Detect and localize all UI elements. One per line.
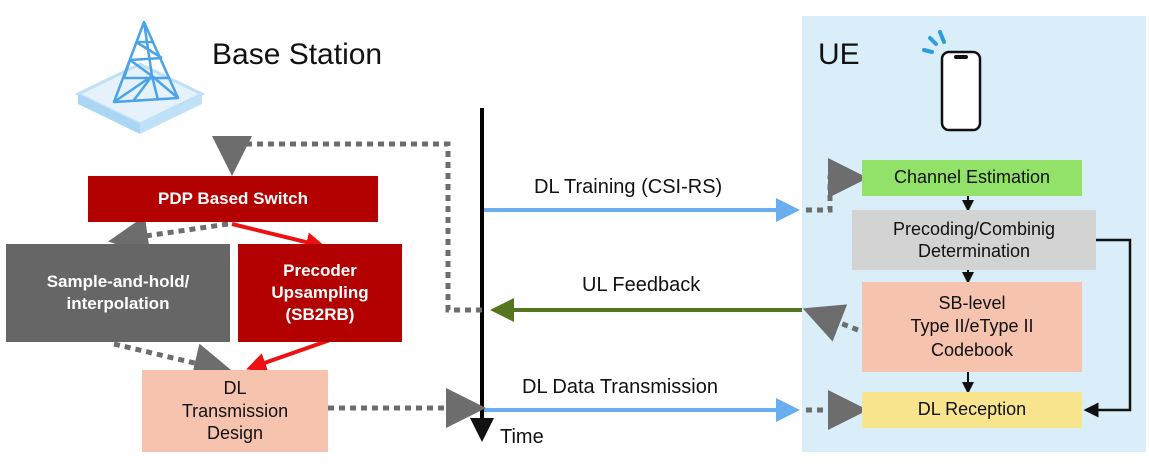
base-station-title: Base Station xyxy=(212,38,383,71)
channel-estimation-block: Channel Estimation xyxy=(862,160,1082,196)
feedback-to-switch-connector xyxy=(212,136,482,313)
base-station-tower-icon xyxy=(74,20,206,134)
sample-hold-line-1: Sample-and-hold/ xyxy=(46,271,190,291)
codebook-line-1: SB-level xyxy=(938,292,1006,313)
precoding-determination-block: Precoding/Combinig Determination xyxy=(852,210,1096,270)
precoding-line-1: Precoding/Combinig xyxy=(892,218,1056,239)
upsampling-to-design-arrow xyxy=(246,338,331,373)
time-label: Time xyxy=(500,426,544,448)
codebook-line-2: Type II/eType II xyxy=(910,316,1034,337)
dl-design-line-3: Design xyxy=(206,423,264,444)
codebook-to-feedback-connector xyxy=(802,304,859,342)
pdp-switch-label: PDP Based Switch xyxy=(158,188,308,208)
ue-title: UE xyxy=(818,38,860,71)
precoding-line-2: Determination xyxy=(917,241,1031,261)
dl-reception-label: DL Reception xyxy=(917,399,1027,420)
codebook-line-3: Codebook xyxy=(930,339,1014,360)
upsampling-line-3: (SB2RB) xyxy=(285,305,355,325)
sample-hold-line-2: interpolation xyxy=(66,294,170,313)
ul-feedback-label: UL Feedback xyxy=(582,274,701,296)
switch-to-upsampling-arrow xyxy=(231,222,326,252)
dl-design-line-1: DL xyxy=(223,378,247,399)
dl-data-label: DL Data Transmission xyxy=(522,376,718,398)
precoding-to-reception-arrow xyxy=(1083,238,1132,418)
upsampling-line-1: Precoder xyxy=(283,260,357,280)
dl-reception-block: DL Reception xyxy=(862,392,1082,428)
upsampling-line-2: Upsampling xyxy=(271,282,369,302)
training-to-estimation-connector xyxy=(806,158,868,213)
sample-to-design-connector xyxy=(113,341,234,383)
dl-design-line-2: Transmission xyxy=(181,400,289,421)
sample-hold-block: Sample-and-hold/ interpolation xyxy=(6,244,230,342)
codebook-block: SB-level Type II/eType II Codebook xyxy=(862,282,1082,372)
pdp-switch-block: PDP Based Switch xyxy=(88,176,378,222)
dl-design-block: DL Transmission Design xyxy=(142,370,328,452)
switch-to-sample-connector xyxy=(108,215,229,256)
channel-estimation-label: Channel Estimation xyxy=(893,167,1051,188)
dl-training-label: DL Training (CSI-RS) xyxy=(534,176,723,198)
precoder-upsampling-block: Precoder Upsampling (SB2RB) xyxy=(238,244,402,342)
smartphone-icon xyxy=(922,30,982,132)
